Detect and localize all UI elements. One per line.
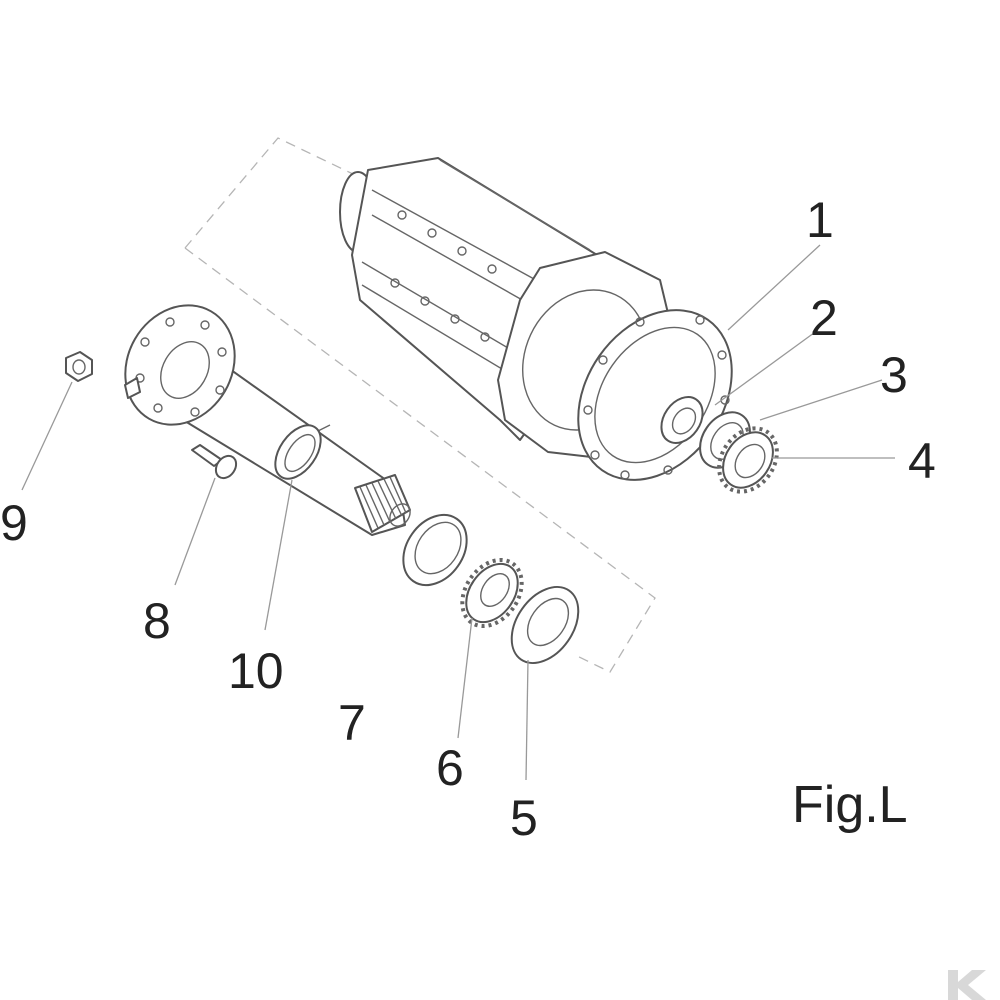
callout-3: 3	[880, 347, 908, 403]
callout-6: 6	[436, 740, 464, 796]
callout-4: 4	[908, 433, 936, 489]
watermark-logo	[948, 970, 986, 1000]
figure-label: Fig.L	[792, 776, 908, 834]
seal-ring	[510, 586, 580, 664]
callout-7: 7	[338, 695, 366, 751]
callout-labels: 1 2 3 4 5 6 7 8 9 10	[0, 192, 936, 846]
callout-8: 8	[143, 593, 171, 649]
leader-lines	[21, 244, 895, 781]
callout-9: 9	[0, 495, 28, 551]
wheel-stud	[191, 444, 238, 480]
bearing-cup-left	[402, 513, 468, 587]
assembly-boundary	[184, 137, 656, 673]
roller-bearing-right	[717, 426, 779, 494]
callout-2: 2	[810, 290, 838, 346]
callout-5: 5	[510, 790, 538, 846]
spindle-shaft	[169, 354, 411, 536]
axle-housing	[339, 157, 733, 481]
callout-10: 10	[228, 643, 284, 699]
callout-1: 1	[806, 192, 834, 248]
wheel-hub-flange	[124, 304, 236, 426]
wheel-nut	[65, 351, 93, 382]
